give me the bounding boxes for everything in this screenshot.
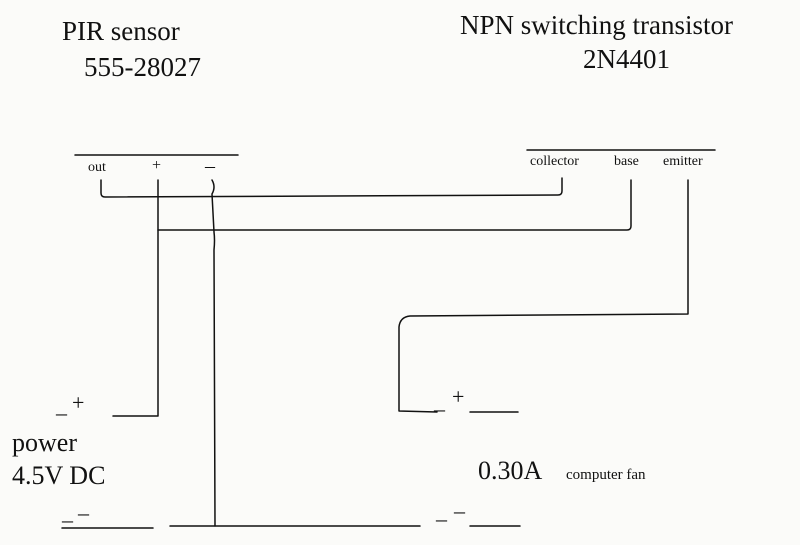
- pin-base: base: [614, 154, 639, 169]
- transistor-part-number: 2N4401: [583, 44, 670, 74]
- fan-current: 0.30A: [478, 456, 543, 485]
- fan-minus-mark-b: –: [454, 498, 465, 523]
- power-plus-sign: +: [72, 390, 85, 415]
- wire-plus-to-power: [112, 179, 159, 417]
- power-plus-minus-mark: –: [56, 400, 67, 425]
- pir-pin-out: out: [88, 160, 106, 175]
- power-minus-mark-a: –: [62, 507, 73, 532]
- fan-minus-mark-a: –: [436, 506, 447, 531]
- transistor-title: NPN switching transistor: [460, 10, 733, 40]
- power-voltage: 4.5V DC: [12, 461, 106, 490]
- pir-part-number: 555-28027: [84, 52, 201, 82]
- wire-plus-to-base: [157, 179, 632, 231]
- pin-collector: collector: [530, 154, 579, 169]
- fan-description: computer fan: [566, 467, 646, 483]
- power-label: power: [12, 428, 77, 457]
- fan-plus-sign: +: [452, 384, 465, 409]
- wire-minus-to-ground: [211, 179, 216, 527]
- pir-title: PIR sensor: [62, 16, 180, 46]
- wire-out-to-collector: [100, 177, 563, 198]
- pir-pin-plus: +: [152, 157, 162, 174]
- fan-plus-minus-mark: –: [434, 396, 445, 421]
- pir-pin-minus: –: [205, 155, 215, 177]
- power-minus-mark-b: –: [78, 500, 89, 525]
- wire-emitter-to-fan: [398, 179, 689, 413]
- pin-emitter: emitter: [663, 154, 703, 169]
